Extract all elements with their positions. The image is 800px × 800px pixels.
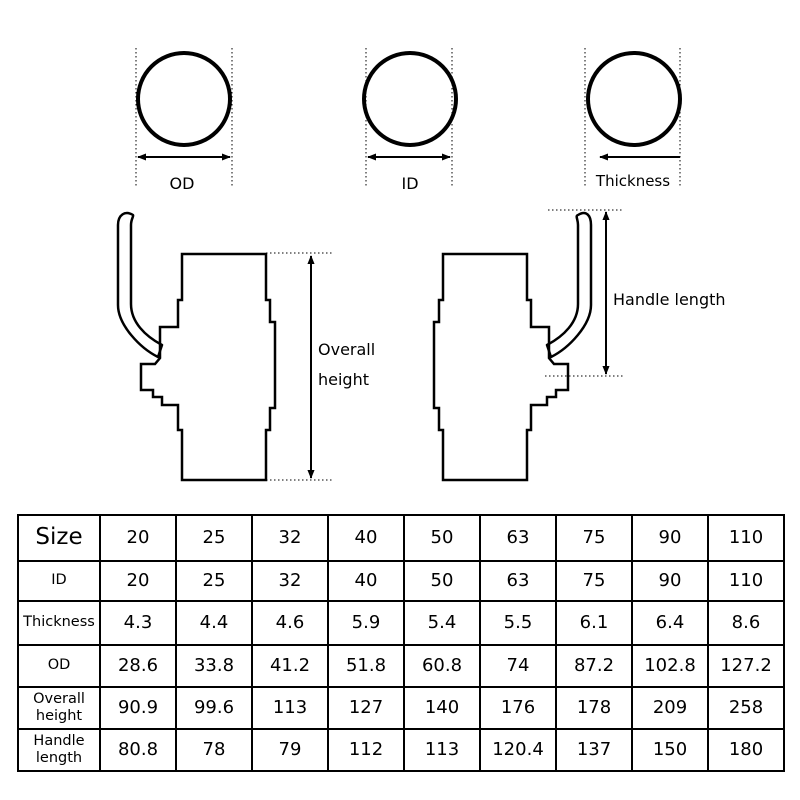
row-header-line: Thickness: [23, 614, 95, 631]
table-cell: 5.4: [403, 600, 481, 646]
table-cell: 20: [99, 514, 177, 562]
thickness-circle: [586, 51, 682, 147]
table-cell: 50: [403, 560, 481, 602]
row-header-line: Size: [35, 524, 83, 551]
thickness-label: Thickness: [595, 172, 670, 190]
id-circle: [362, 51, 458, 147]
table-cell: 120.4: [479, 728, 557, 772]
od-diagram: OD: [135, 48, 233, 193]
table-cell: 80.8: [99, 728, 177, 772]
table-cell: 90.9: [99, 686, 177, 730]
table-cell: 178: [555, 686, 633, 730]
table-cell: 50: [403, 514, 481, 562]
table-cell: 127: [327, 686, 405, 730]
table-cell: 40: [327, 560, 405, 602]
row-header-od: OD: [17, 644, 101, 688]
table-cell: 6.4: [631, 600, 709, 646]
valve-body-outline: [139, 252, 277, 482]
table-cell: 6.1: [555, 600, 633, 646]
table-cell: 78: [175, 728, 253, 772]
table-cell: 113: [251, 686, 329, 730]
table-cell: 28.6: [99, 644, 177, 688]
table-cell: 63: [479, 514, 557, 562]
row-header-line: OD: [47, 657, 71, 674]
thickness-diagram: Thickness: [584, 48, 682, 190]
valve-side-view: Handle length: [432, 209, 726, 482]
id-diagram: ID: [362, 48, 458, 193]
table-cell: 87.2: [555, 644, 633, 688]
table-cell: 5.9: [327, 600, 405, 646]
table-cell: 75: [555, 560, 633, 602]
row-header-id: ID: [17, 560, 101, 602]
od-label: OD: [170, 174, 195, 193]
table-cell: 20: [99, 560, 177, 602]
row-header-line: ID: [51, 572, 67, 589]
table-cell: 99.6: [175, 686, 253, 730]
table-cell: 209: [631, 686, 709, 730]
table-cell: 32: [251, 514, 329, 562]
row-header-line: Handle: [33, 732, 85, 749]
table-cell: 258: [707, 686, 785, 730]
table-cell: 33.8: [175, 644, 253, 688]
table-cell: 25: [175, 514, 253, 562]
row-header-line: height: [35, 708, 83, 724]
table-cell: 112: [327, 728, 405, 772]
row-header-thickness: Thickness: [17, 600, 101, 646]
table-cell: 113: [403, 728, 481, 772]
table-cell: 176: [479, 686, 557, 730]
table-cell: 25: [175, 560, 253, 602]
valve-front-view: Overall height: [116, 211, 375, 482]
table-cell: 4.4: [175, 600, 253, 646]
overall-height-label-line1: Overall: [318, 340, 375, 359]
table-cell: 60.8: [403, 644, 481, 688]
id-label: ID: [401, 174, 418, 193]
table-cell: 41.2: [251, 644, 329, 688]
table-cell: 40: [327, 514, 405, 562]
table-cell: 110: [707, 560, 785, 602]
valve-body-outline-side: [432, 252, 570, 482]
row-header-line: Overall: [33, 690, 85, 707]
table-cell: 5.5: [479, 600, 557, 646]
table-cell: 102.8: [631, 644, 709, 688]
table-cell: 4.6: [251, 600, 329, 646]
valve-dimension-diagram: OD ID Thickness Overall height Handle le…: [116, 48, 726, 482]
table-cell: 51.8: [327, 644, 405, 688]
table-cell: 32: [251, 560, 329, 602]
table-cell: 90: [631, 560, 709, 602]
table-cell: 180: [707, 728, 785, 772]
table-cell: 110: [707, 514, 785, 562]
table-cell: 8.6: [707, 600, 785, 646]
table-cell: 90: [631, 514, 709, 562]
row-header-size: Size: [17, 514, 101, 562]
handle-length-label: Handle length: [613, 290, 726, 309]
table-cell: 127.2: [707, 644, 785, 688]
od-circle: [136, 51, 232, 147]
table-cell: 140: [403, 686, 481, 730]
table-cell: 79: [251, 728, 329, 772]
table-cell: 150: [631, 728, 709, 772]
table-cell: 63: [479, 560, 557, 602]
table-cell: 4.3: [99, 600, 177, 646]
row-header-line: length: [35, 750, 83, 766]
table-cell: 137: [555, 728, 633, 772]
valve-handle: [116, 211, 164, 359]
overall-height-label-line2: height: [318, 370, 369, 389]
table-cell: 74: [479, 644, 557, 688]
valve-handle-side: [545, 211, 593, 359]
table-cell: 75: [555, 514, 633, 562]
